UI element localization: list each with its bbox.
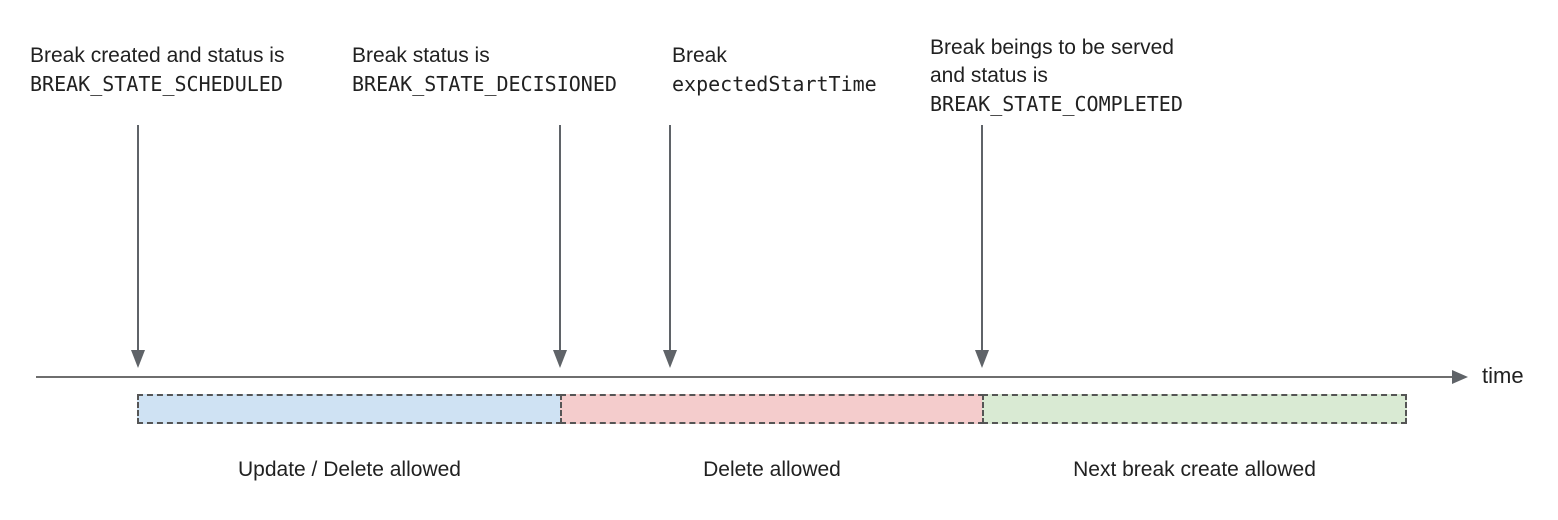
annotation-text: Break created and status is bbox=[30, 44, 285, 67]
arrow-down-icon bbox=[663, 350, 677, 368]
arrow-shaft bbox=[669, 125, 671, 352]
arrow-shaft bbox=[137, 125, 139, 352]
arrow-shaft bbox=[559, 125, 561, 352]
segment-label-next-break-create: Next break create allowed bbox=[1073, 458, 1316, 481]
annotation-text: Break bbox=[672, 44, 727, 67]
arrow-shaft bbox=[981, 125, 983, 352]
annotation-code-text: BREAK_STATE_COMPLETED bbox=[930, 92, 1183, 116]
annotation-text: Break status is bbox=[352, 44, 490, 67]
annotation-break-scheduled: Break created and status is BREAK_STATE_… bbox=[30, 42, 284, 98]
arrow-right-icon bbox=[1452, 370, 1468, 384]
annotation-break-completed: Break beings to be served and status is … bbox=[930, 34, 1183, 118]
annotation-text: Break beings to be served bbox=[930, 36, 1174, 59]
segment-label-delete: Delete allowed bbox=[703, 458, 841, 481]
annotation-expected-start-time: Break expectedStartTime bbox=[672, 42, 877, 98]
annotation-break-decisioned: Break status is BREAK_STATE_DECISIONED bbox=[352, 42, 617, 98]
arrow-down-icon bbox=[553, 350, 567, 368]
segment-label-update-delete: Update / Delete allowed bbox=[238, 458, 461, 481]
segment-update-delete-allowed bbox=[137, 394, 562, 424]
event-arrow-decisioned bbox=[553, 125, 567, 368]
annotation-code-text: BREAK_STATE_SCHEDULED bbox=[30, 72, 283, 96]
event-arrow-expected-start bbox=[663, 125, 677, 368]
segment-delete-allowed bbox=[560, 394, 984, 424]
annotation-code-text: expectedStartTime bbox=[672, 72, 877, 96]
event-arrow-scheduled bbox=[131, 125, 145, 368]
segment-next-break-create-allowed bbox=[982, 394, 1407, 424]
time-axis-line bbox=[36, 376, 1454, 378]
annotation-code-text: BREAK_STATE_DECISIONED bbox=[352, 72, 617, 96]
event-arrow-completed bbox=[975, 125, 989, 368]
arrow-down-icon bbox=[975, 350, 989, 368]
annotation-text: and status is bbox=[930, 64, 1048, 87]
arrow-down-icon bbox=[131, 350, 145, 368]
time-axis-label: time bbox=[1482, 363, 1524, 388]
